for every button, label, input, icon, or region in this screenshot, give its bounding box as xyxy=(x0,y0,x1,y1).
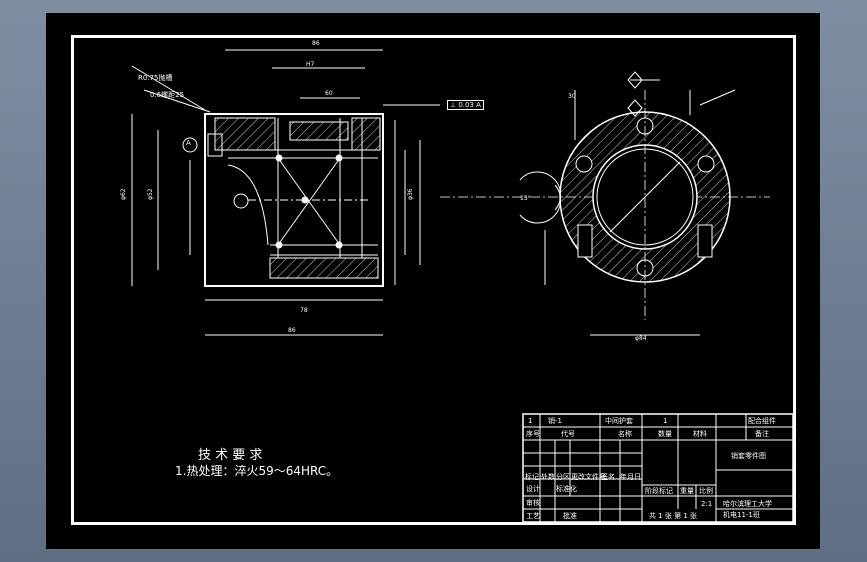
svg-text:78: 78 xyxy=(300,307,308,314)
tb-header-material: 材料 xyxy=(693,430,707,438)
hatch-region xyxy=(289,121,349,141)
tb-role-approve: 批准 xyxy=(563,512,577,520)
tb-role-standard: 标准化 xyxy=(556,485,577,493)
tb-header-remark: 备注 xyxy=(755,430,769,438)
tb-left-sign: 签名 xyxy=(601,473,615,481)
svg-text:φ52: φ52 xyxy=(147,188,154,200)
tech-req-item: 1.热处理：淬火59～64HRC。 xyxy=(175,464,339,478)
svg-text:H7: H7 xyxy=(306,61,315,68)
tolerance-frame: ⊥ 0.03 A xyxy=(447,100,484,110)
svg-text:86: 86 xyxy=(312,40,320,47)
perpendicularity-icon: ⊥ xyxy=(450,101,457,109)
tb-school: 哈尔滨理工大学 xyxy=(723,500,772,508)
svg-text:φ62: φ62 xyxy=(120,188,127,200)
section-outline xyxy=(204,113,384,287)
drawing-sheet xyxy=(46,13,820,549)
tb-scale-label: 比例 xyxy=(699,487,713,495)
tb-role-process: 工艺 xyxy=(526,512,540,520)
tb-role-review: 审核 xyxy=(526,499,540,507)
tolerance-value: 0.03 xyxy=(458,101,474,109)
tb-left-count: 处数 xyxy=(541,473,555,481)
chamfer-note: R0.75抛槽 xyxy=(138,74,173,82)
tb-sheet: 共 1 张 第 1 张 xyxy=(649,512,698,520)
hatch-region xyxy=(214,117,276,151)
datum-label: A xyxy=(186,139,191,147)
drawing-title: 销套零件图 xyxy=(731,452,766,460)
tb-left-date: 年月日 xyxy=(620,473,641,481)
svg-text:15°: 15° xyxy=(520,195,531,202)
tb-row1-qty: 1 xyxy=(663,417,668,425)
thread-note: 0.6螺距25 xyxy=(150,91,185,99)
tb-header-no: 序号 xyxy=(526,430,540,438)
title-block: 1 销-1 中间护套 1 配合组件 序号 代号 名称 数量 材料 备注 销套零件… xyxy=(523,414,793,522)
dimension-labels: 86 H7 60 φ62 φ52 78 86 φ36 30 φ84 15° xyxy=(120,40,647,342)
tb-row1-code: 销-1 xyxy=(548,417,562,425)
tb-stage-mark: 阶段标记 xyxy=(645,487,673,495)
tb-scale-value: 2:1 xyxy=(701,500,713,508)
tech-req-title: 技 术 要 求 xyxy=(198,448,263,463)
tb-header-qty: 数量 xyxy=(658,430,672,438)
title-block-grid xyxy=(522,413,794,523)
svg-text:30: 30 xyxy=(568,93,576,100)
tb-left-change: 更改文件号 xyxy=(571,473,606,481)
tb-header-name: 名称 xyxy=(618,430,632,438)
hatch-region xyxy=(269,257,379,279)
end-view xyxy=(519,71,736,336)
tb-header-code: 代号 xyxy=(561,430,575,438)
tb-row1-name: 中间护套 xyxy=(605,417,633,425)
tb-role-design: 设计 xyxy=(526,485,540,493)
drawing-frame xyxy=(71,35,796,525)
svg-text:60: 60 xyxy=(325,90,333,97)
hatch-region xyxy=(351,117,381,151)
tolerance-datum: A xyxy=(476,101,481,109)
svg-text:86: 86 xyxy=(288,327,296,334)
svg-text:φ36: φ36 xyxy=(407,188,414,200)
tb-row1-note: 配合组件 xyxy=(748,417,776,425)
tb-class: 机电11-1班 xyxy=(723,511,760,519)
tb-weight: 重量 xyxy=(680,487,694,495)
tb-left-zone: 分区 xyxy=(556,473,570,481)
section-view xyxy=(131,49,440,336)
svg-text:φ84: φ84 xyxy=(635,335,647,342)
tb-left-mark: 标记 xyxy=(525,473,539,481)
tb-row1-no: 1 xyxy=(528,417,533,425)
